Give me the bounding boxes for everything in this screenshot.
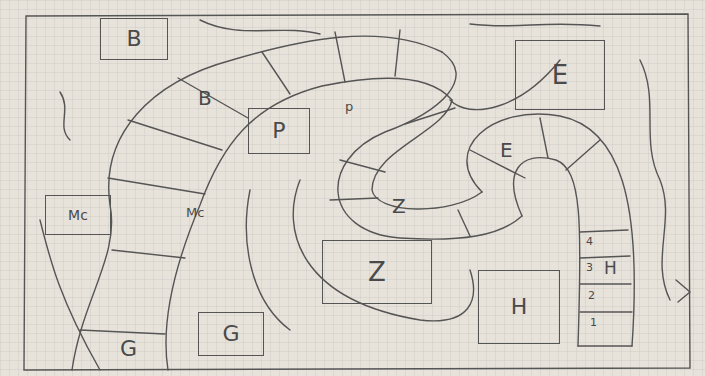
box-letter: P: [272, 120, 285, 142]
path-cell-text: 2: [588, 290, 595, 301]
path-cell-text: 4: [586, 236, 593, 247]
path-cell-text: 1: [590, 317, 597, 328]
box-letter: Mc: [68, 208, 88, 222]
path-cell-text: Z: [392, 196, 406, 216]
path-cell-text: G: [120, 338, 137, 360]
box-letter: G: [222, 323, 239, 345]
path-cell-text: E: [500, 140, 513, 160]
box-letter: Z: [368, 259, 386, 285]
path-cell-text: H: [604, 260, 617, 277]
game-box: Z: [322, 240, 432, 304]
game-box: G: [198, 312, 264, 356]
game-box: Mc: [45, 195, 111, 235]
game-box: E: [515, 40, 605, 110]
path-cell-text: 3: [586, 262, 593, 273]
game-box: P: [248, 108, 310, 154]
box-letter: B: [126, 28, 141, 50]
game-box: B: [100, 18, 168, 60]
path-cell-text: Mc: [186, 206, 204, 219]
box-letter: H: [511, 296, 528, 318]
path-cell-text: p: [345, 100, 353, 113]
box-letter: E: [552, 62, 568, 88]
game-box: H: [478, 270, 560, 344]
path-cell-text: B: [198, 88, 212, 108]
